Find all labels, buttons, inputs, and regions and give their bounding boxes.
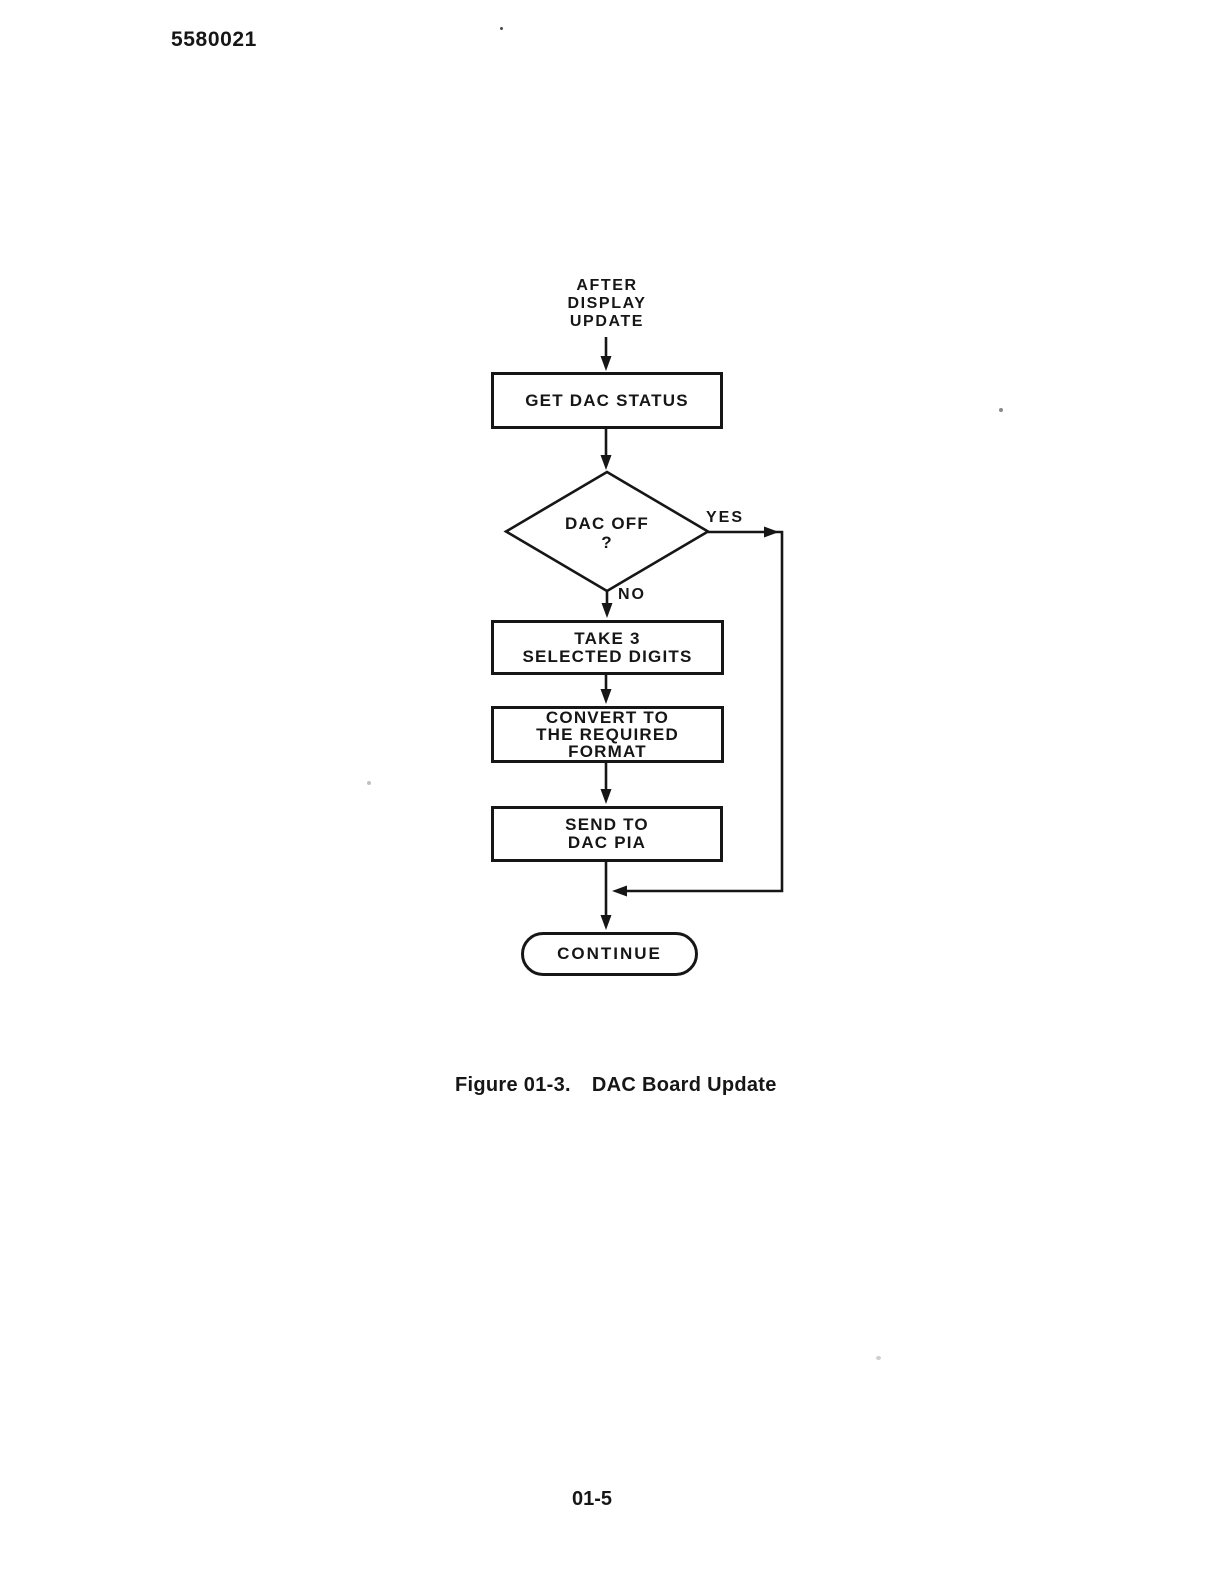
arrowhead-send-to-continue bbox=[600, 915, 612, 930]
entry-point-label: AFTER DISPLAY UPDATE bbox=[567, 277, 647, 330]
figure-caption-title: DAC Board Update bbox=[591, 1074, 777, 1096]
flowchart-node-convert-to-required-format: CONVERT TO THE REQUIRED FORMAT bbox=[491, 706, 724, 763]
branch-label-yes: YES bbox=[706, 509, 745, 526]
flowchart-node-dac-off-decision: DAC OFF ? bbox=[565, 514, 649, 552]
arrowhead-no-branch bbox=[601, 603, 613, 618]
arrowhead-take3-to-convert bbox=[600, 689, 612, 704]
arrowhead-yes-branch-corner bbox=[764, 526, 779, 538]
scan-speck bbox=[999, 408, 1003, 412]
scan-speck bbox=[500, 27, 503, 30]
arrowhead-yes-branch-rejoin bbox=[612, 885, 627, 897]
flowchart-node-get-dac-status: GET DAC STATUS bbox=[491, 372, 723, 429]
arrowhead-get-dac-status-to-decision bbox=[600, 455, 612, 470]
flowchart-node-send-to-dac-pia: SEND TO DAC PIA bbox=[491, 806, 723, 862]
document-number: 5580021 bbox=[171, 28, 257, 51]
branch-label-no: NO bbox=[618, 586, 646, 603]
figure-caption-label: Figure 01-3. bbox=[455, 1074, 571, 1096]
flowchart-node-take-3-selected-digits: TAKE 3 SELECTED DIGITS bbox=[491, 620, 724, 675]
scan-speck bbox=[367, 781, 371, 785]
arrowhead-convert-to-send bbox=[600, 789, 612, 804]
arrowhead-entry-to-get-dac-status bbox=[600, 356, 612, 371]
connector-yes-branch bbox=[616, 530, 784, 893]
page-number: 01-5 bbox=[571, 1488, 613, 1510]
flowchart-node-continue: CONTINUE bbox=[521, 932, 698, 976]
scan-speck bbox=[876, 1356, 881, 1360]
figure-caption: Figure 01-3. DAC Board Update bbox=[455, 1074, 777, 1097]
